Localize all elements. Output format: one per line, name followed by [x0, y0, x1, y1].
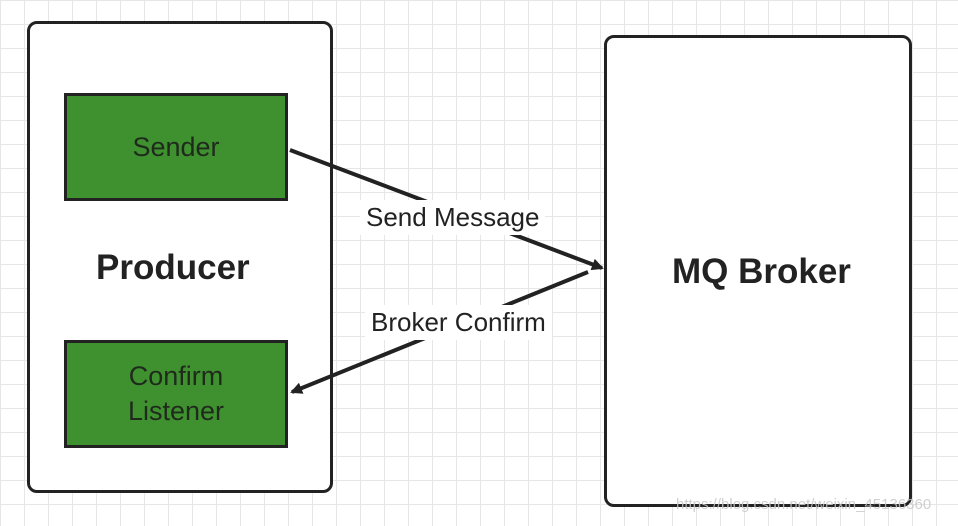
broker-confirm-label: Broker Confirm [365, 305, 552, 340]
sender-node: Sender [64, 93, 288, 201]
send-message-label: Send Message [360, 200, 546, 235]
confirm-listener-label: Confirm Listener [127, 361, 225, 426]
sender-label: Sender [132, 131, 220, 162]
mq-broker-container [604, 35, 912, 507]
confirm-listener-node: Confirm Listener [64, 340, 288, 448]
watermark-text: https://blog.csdn.net/weixin_45136360 [676, 496, 932, 513]
mq-broker-title: MQ Broker [672, 252, 851, 291]
producer-title: Producer [96, 248, 250, 287]
